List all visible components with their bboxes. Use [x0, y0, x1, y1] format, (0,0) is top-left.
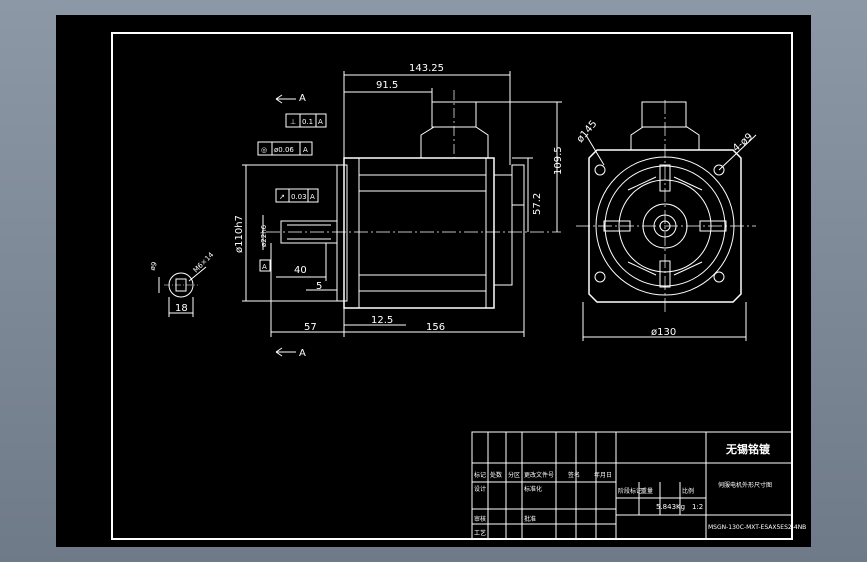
- cad-drawing: 143.25 91.5 109.5 57.2 ø145 4-ø9 ø110h7 …: [111, 32, 806, 540]
- dim-key-width: 18: [175, 303, 188, 314]
- side-view: [242, 71, 562, 357]
- dim-flange-thk: 12.5: [371, 315, 393, 326]
- front-square: [588, 149, 742, 303]
- dim-flange-dia: ø145: [575, 119, 600, 145]
- title-block-text: 无锡铭镀 伺服电机外形尺寸图 5.843Kg 1:2 MSGN-130C-MXT…: [474, 442, 806, 537]
- flange: [336, 164, 348, 302]
- row-label-5: 签名: [568, 471, 580, 479]
- gdt-3-ref: A: [310, 193, 315, 201]
- gdt-3-sym: ↗: [279, 193, 285, 201]
- dim-thread: M6×14: [192, 251, 216, 275]
- dim-holes: 4-ø9: [731, 131, 755, 154]
- gdt-1-val: 0.1: [302, 118, 313, 126]
- dim-shaft-ext: 57: [304, 322, 317, 333]
- row-label-10: 标准化: [524, 485, 542, 493]
- title-block: [471, 431, 793, 540]
- dim-body-len2: 156: [426, 322, 445, 333]
- gdt-1-ref: A: [318, 118, 323, 126]
- drawing-frame: [111, 32, 793, 540]
- row-label-8: 审核: [474, 515, 486, 523]
- weight-value: 5.843Kg: [656, 503, 685, 511]
- dim-height-axis: 109.5: [553, 146, 564, 175]
- gdt-2-val: ø0.06: [274, 146, 294, 154]
- row-label-11: 批准: [524, 515, 536, 523]
- weight-label: 重量: [641, 487, 653, 495]
- shaft-section: [158, 266, 207, 317]
- scale-label: 比例: [682, 487, 694, 495]
- motor-body: [343, 157, 495, 309]
- dim-square: ø130: [651, 327, 676, 338]
- dim-key-length: 40: [294, 265, 307, 276]
- drawing-canvas: 143.25 91.5 109.5 57.2 ø145 4-ø9 ø110h7 …: [56, 15, 811, 547]
- row-label-9: 工艺: [474, 529, 486, 537]
- dim-connector-height: 57.2: [532, 193, 543, 215]
- datum-label: A: [262, 263, 267, 271]
- drawing-title: 伺服电机外形尺寸图: [718, 481, 772, 489]
- row-label-1: 标记: [474, 471, 486, 479]
- row-label-2: 处数: [490, 471, 502, 479]
- row-label-7: 设计: [474, 485, 486, 493]
- company-name: 无锡铭镀: [725, 442, 771, 456]
- scale-value: 1:2: [692, 503, 703, 511]
- gdt-2-sym: ◎: [261, 146, 267, 154]
- dim-spigot: ø22h6: [260, 224, 268, 247]
- dim-key-depth: ø9: [148, 261, 159, 272]
- section-mark-top: A: [299, 93, 306, 104]
- dim-body-length: 91.5: [376, 80, 398, 91]
- front-view: [576, 100, 757, 341]
- encoder: [493, 174, 513, 286]
- row-label-3: 分区: [508, 471, 520, 479]
- dim-shaft-dia: ø110h7: [234, 215, 245, 253]
- row-label-4: 更改文件号: [524, 471, 554, 479]
- gdt-1-sym: ⊥: [290, 118, 296, 126]
- row-label-6: 年月日: [594, 471, 612, 479]
- cable-gland: [511, 164, 525, 206]
- gdt-3-val: 0.03: [291, 193, 307, 201]
- stage-label: 阶段标记: [618, 487, 642, 495]
- section-mark-bottom: A: [299, 348, 306, 359]
- dim-total-length: 143.25: [409, 63, 444, 74]
- dimension-text: 143.25 91.5 109.5 57.2 ø145 4-ø9 ø110h7 …: [148, 63, 755, 359]
- model-number: MSGN-130C-MXT-ESAX5ES2-4NB: [708, 524, 806, 531]
- gdt-2-ref: A: [303, 146, 308, 154]
- dim-key-offset: 5: [316, 281, 322, 292]
